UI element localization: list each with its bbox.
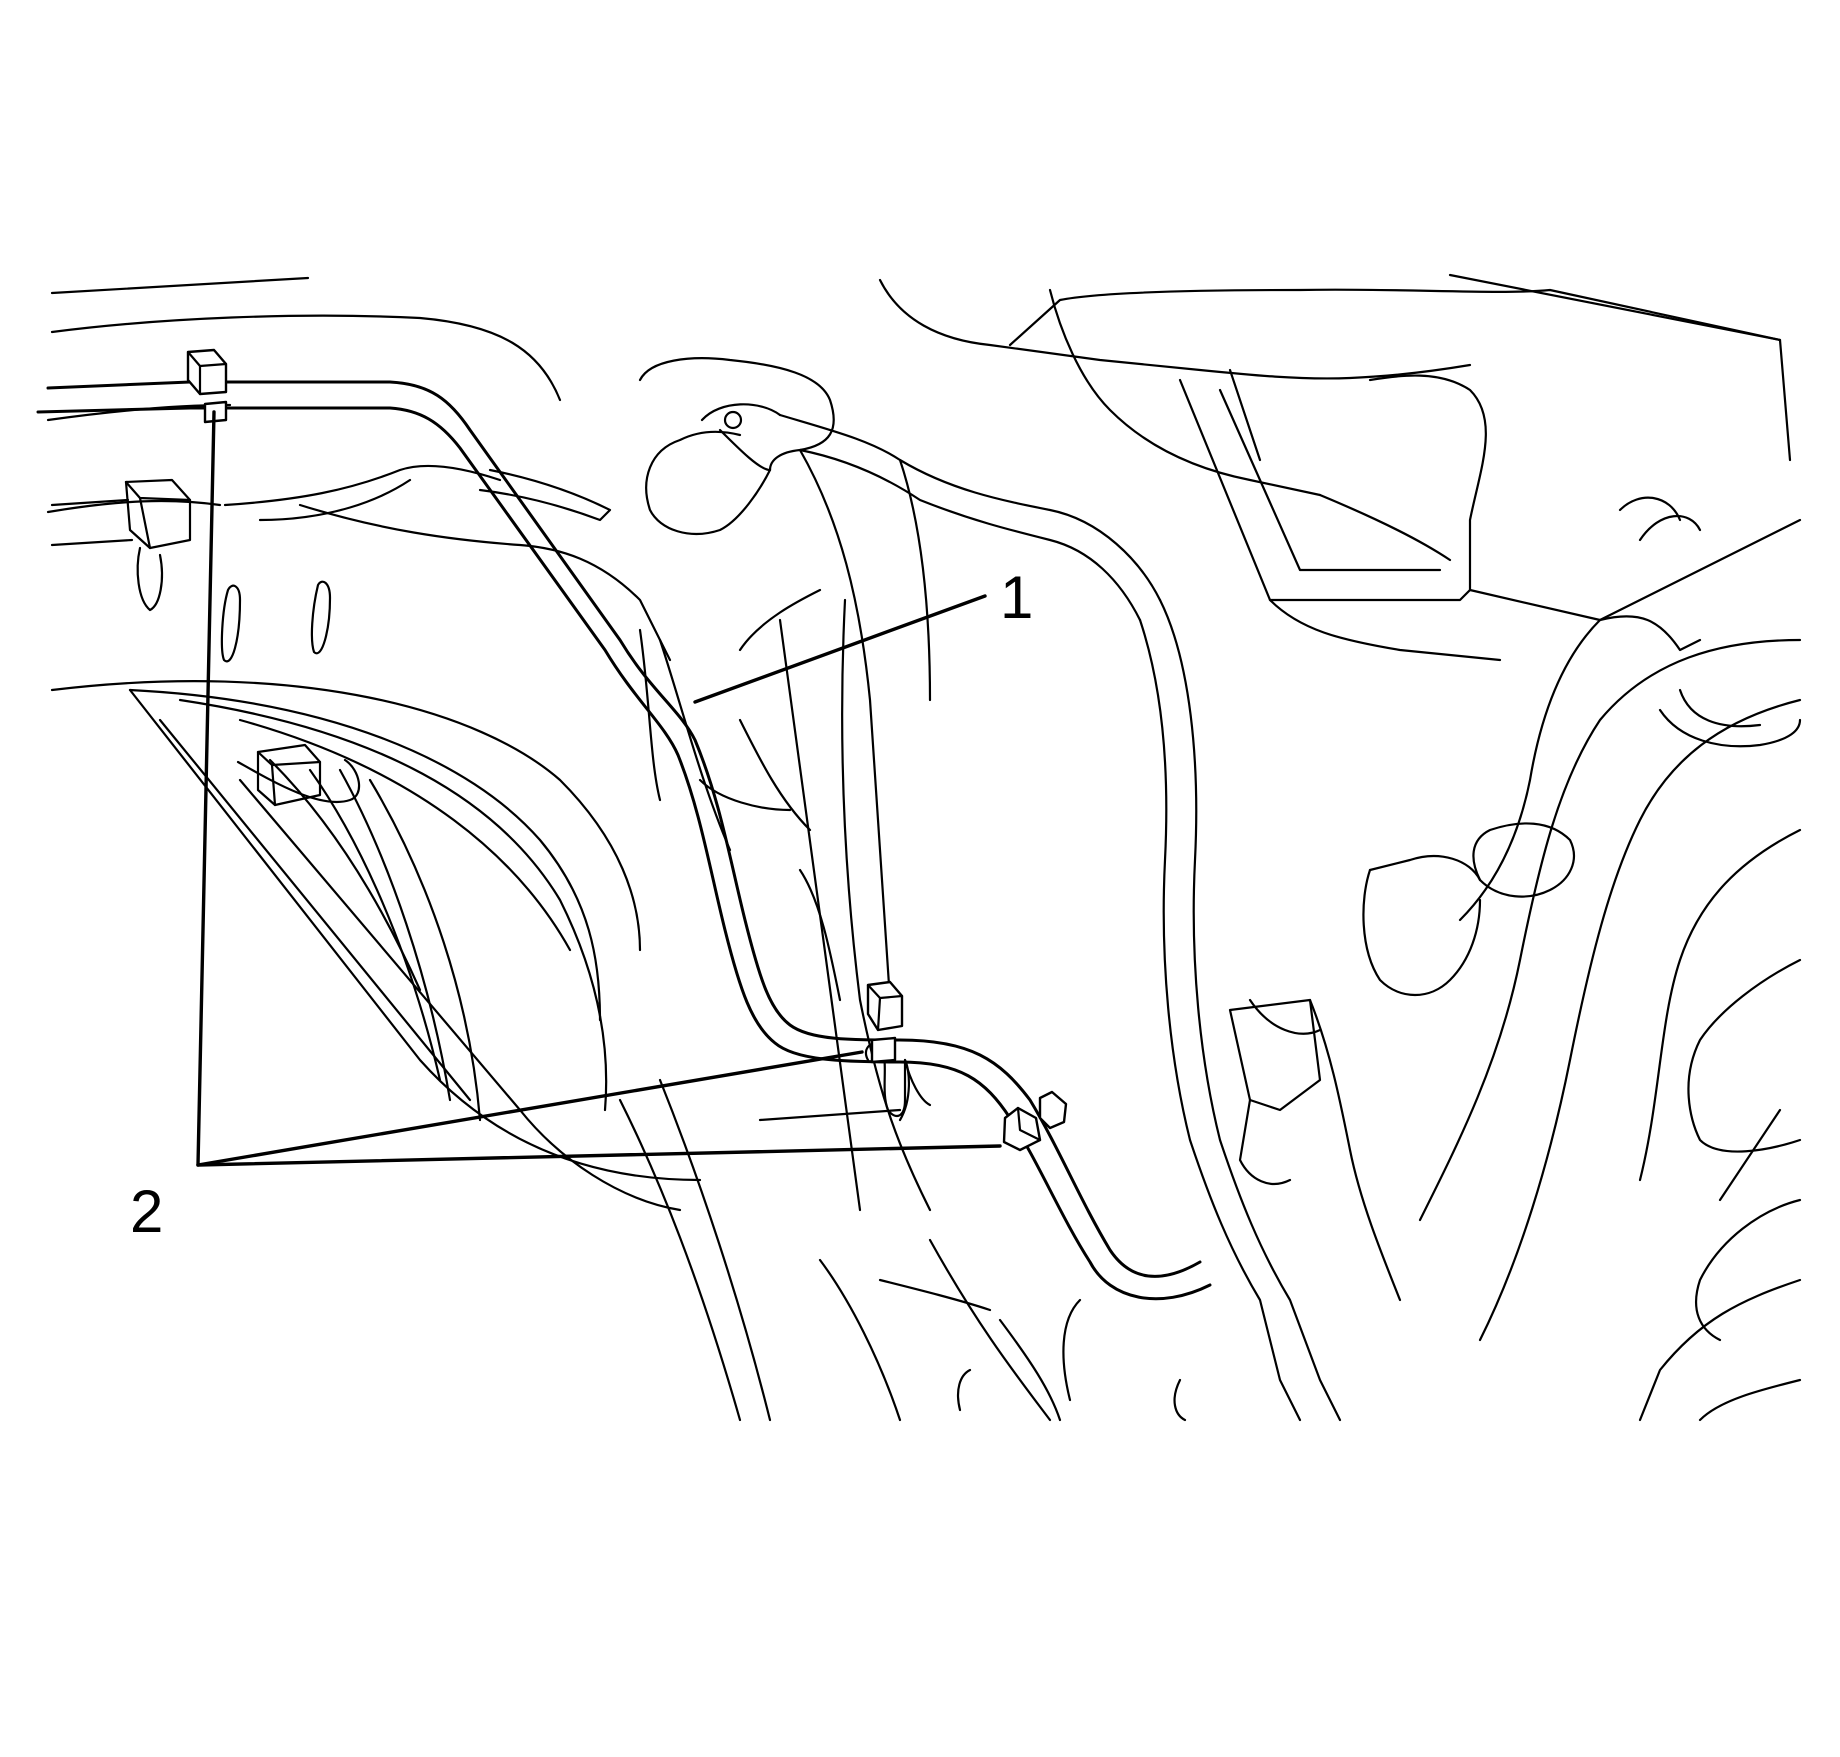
leader-line-1 (693, 594, 987, 704)
brake-pipe (36, 380, 1212, 1301)
leader-line-2c (196, 1144, 1002, 1167)
pipe-clip (186, 348, 228, 424)
leader-line-2b (196, 1050, 864, 1167)
callout-2-label: 2 (130, 1178, 163, 1245)
pipe-clip (866, 980, 904, 1064)
callout-leaders (196, 410, 1002, 1167)
callout-1-label: 1 (1000, 564, 1033, 631)
leader-line-2a (196, 410, 216, 1167)
pipe-clip (1002, 1090, 1068, 1152)
body-structure-lines (46, 273, 1802, 1422)
